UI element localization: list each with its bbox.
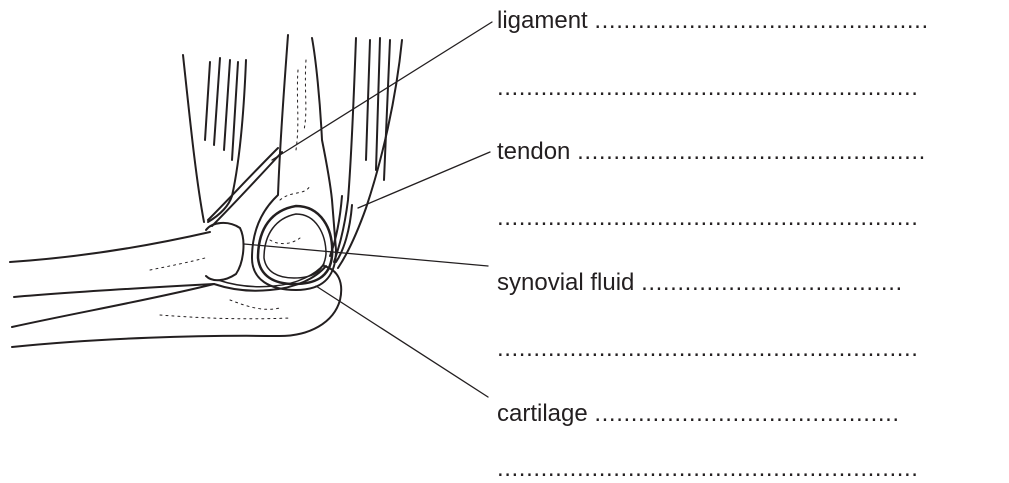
answer-line-ligament-2[interactable]: ........................................… xyxy=(497,74,919,101)
term-cartilage: cartilage xyxy=(497,400,588,427)
extra-line-ligament-row: ........................................… xyxy=(497,75,919,101)
extra-line-tendon-row: ........................................… xyxy=(497,205,919,231)
term-ligament: ligament xyxy=(497,7,588,34)
triceps-tendon xyxy=(330,38,402,268)
ulna-bone xyxy=(12,264,341,347)
leader-line-ligament xyxy=(272,22,492,160)
leader-line-synovial xyxy=(244,244,488,266)
term-tendon: tendon xyxy=(497,138,570,165)
term-synovial-fluid: synovial fluid xyxy=(497,269,634,296)
answer-line-synovial-fluid-2[interactable]: ........................................… xyxy=(497,335,919,362)
label-synovial-fluid: synovial fluid .........................… xyxy=(497,270,903,296)
answer-line-tendon-2[interactable]: ........................................… xyxy=(497,204,919,231)
answer-line-synovial-fluid[interactable]: .................................... xyxy=(641,269,903,296)
answer-line-cartilage-2[interactable]: ........................................… xyxy=(497,455,919,482)
bone-texture xyxy=(150,60,310,319)
answer-line-ligament[interactable]: ........................................… xyxy=(594,7,928,34)
extra-line-cartilage-row: ........................................… xyxy=(497,456,919,482)
answer-line-tendon[interactable]: ........................................… xyxy=(577,138,926,165)
biceps-tendon xyxy=(183,55,282,226)
label-cartilage: cartilage ..............................… xyxy=(497,401,900,427)
label-ligament: ligament ...............................… xyxy=(497,8,929,34)
label-tendon: tendon .................................… xyxy=(497,139,926,165)
leader-line-tendon xyxy=(358,152,490,208)
answer-line-cartilage[interactable]: ........................................… xyxy=(594,400,899,427)
extra-line-synovial-row: ........................................… xyxy=(497,336,919,362)
leader-line-cartilage xyxy=(316,286,488,397)
